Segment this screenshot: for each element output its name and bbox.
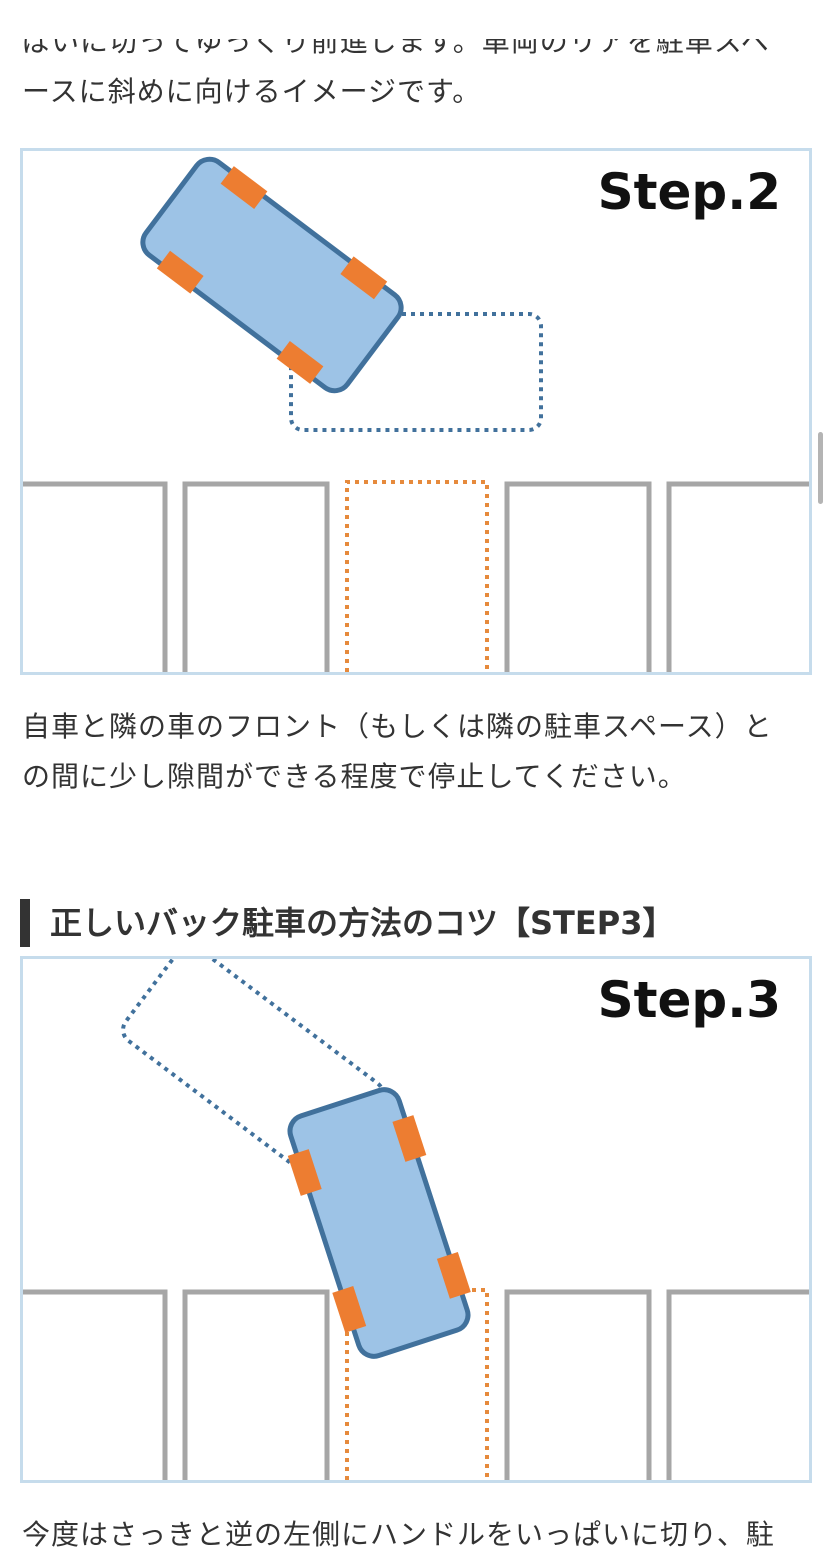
step-label: Step.3 xyxy=(598,971,781,1029)
tire-icon xyxy=(156,250,204,294)
target-parking-space-outline xyxy=(345,480,489,672)
car-body xyxy=(140,156,404,394)
step-label: Step.2 xyxy=(598,163,781,221)
scrollbar-thumb[interactable] xyxy=(818,432,823,504)
car-body xyxy=(287,1087,471,1359)
instruction-line-2: の間に少し隙間ができる程度で停止してください。 xyxy=(22,760,687,793)
tire-icon xyxy=(392,1115,427,1162)
instruction-paragraph: 自車と隣の車のフロント（もしくは隣の駐車スペース）と の間に少し隙間ができる程度… xyxy=(22,702,808,802)
car xyxy=(140,156,404,394)
parking-lines xyxy=(23,1289,809,1480)
target-position-outline xyxy=(289,312,543,432)
car xyxy=(287,1087,471,1359)
tire-icon xyxy=(287,1149,322,1196)
target-parking-space-outline xyxy=(345,1288,489,1480)
intro-paragraph: ばいに切ってゆっくり前進します。車両のリアを駐車スペ ースに斜めに向けるイメージ… xyxy=(22,17,808,117)
tire-icon xyxy=(220,166,268,209)
intro-line-2: ースに斜めに向けるイメージです。 xyxy=(22,75,482,108)
tire-icon xyxy=(340,256,388,300)
tire-icon xyxy=(276,341,324,384)
section-heading: 正しいバック駐車の方法のコツ【STEP3】 xyxy=(20,898,674,947)
next-line-1: 今度はさっきと逆の左側にハンドルをいっぱいに切り、駐 xyxy=(22,1518,775,1551)
tire-icon xyxy=(436,1252,471,1299)
instruction-line-1: 自車と隣の車のフロント（もしくは隣の駐車スペース）と xyxy=(22,710,773,743)
tire-icon xyxy=(332,1286,367,1333)
next-paragraph: 今度はさっきと逆の左側にハンドルをいっぱいに切り、駐 xyxy=(22,1510,808,1556)
step2-diagram: Step.2 xyxy=(20,148,812,675)
intro-line-1: ばいに切ってゆっくり前進します。車両のリアを駐車スペ xyxy=(22,25,770,58)
step3-diagram: Step.3 xyxy=(20,956,812,1483)
parking-lines xyxy=(23,481,809,672)
